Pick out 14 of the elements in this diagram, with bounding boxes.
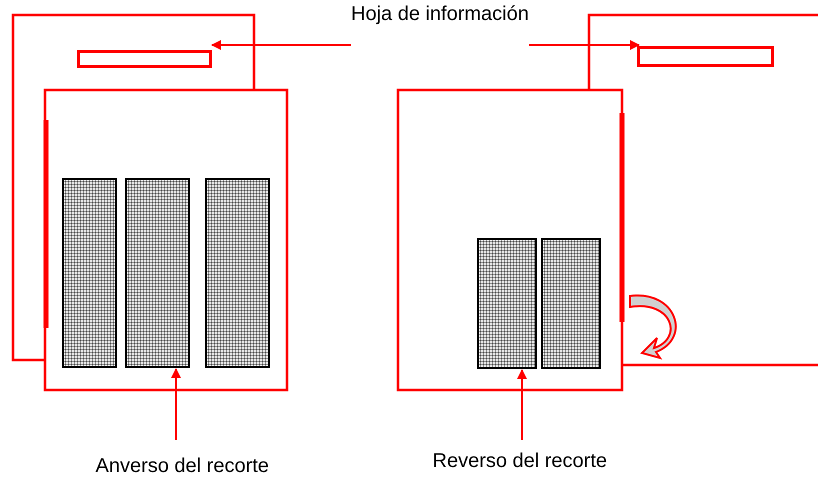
stippled-strip [125,178,190,368]
caption-text: Anverso del recorte [96,455,269,478]
slot-rectangle [637,46,774,67]
leader-arrow [171,368,181,440]
label-text: Hoja de información [351,3,529,50]
stippled-strip [205,178,270,368]
leader-arrow [529,40,640,50]
caption-text: Reverso del recorte [432,450,608,473]
leader-arrow [211,40,351,50]
stippled-strip [477,238,537,369]
slot-rectangle [77,50,212,68]
stippled-strip [62,178,117,368]
stippled-strip [541,238,601,369]
leader-arrow [517,369,527,440]
